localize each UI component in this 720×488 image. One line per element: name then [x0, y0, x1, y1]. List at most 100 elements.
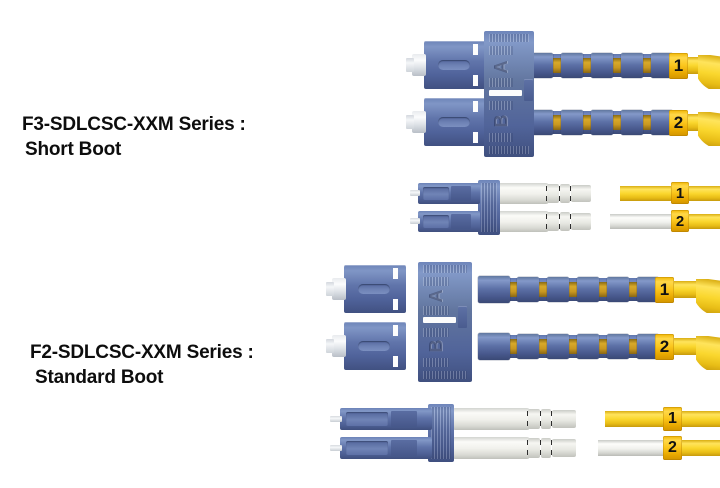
sc-body-slot [473, 132, 478, 143]
sc-clip-letter-b: B [426, 339, 446, 353]
product-label-f3-line2: Short Boot [25, 139, 122, 160]
lc-ferrule-pin [330, 416, 342, 422]
boot-seam-line [527, 450, 528, 455]
connector-assembly-sc-standard-boot: 1 2 [0, 0, 720, 382]
boot-gold-gap [553, 115, 561, 130]
strand-number-tag-text: 1 [659, 280, 670, 299]
fiber-cable-curve [696, 279, 720, 313]
boot-gold-gap [643, 115, 651, 130]
lc-body-ridges [431, 407, 451, 459]
sc-body-indent [358, 284, 390, 294]
lc-ferrule-pin [410, 190, 420, 196]
boot-rib [517, 277, 539, 302]
boot-rib [577, 277, 599, 302]
boot-white-body [452, 437, 530, 459]
strand-number-tag: 2 [671, 210, 689, 232]
sc-body-indent [438, 117, 470, 127]
boot-gold-gap [613, 115, 621, 130]
boot-seam-line [570, 196, 571, 201]
boot-white-body [497, 183, 549, 204]
lc-body-ridges [481, 183, 497, 232]
sc-clip-ridges [423, 358, 449, 367]
boot-gold-gap [539, 339, 547, 354]
product-label-f3-series: F3-SDLCSC-XXM Series : Short Boot [22, 112, 246, 162]
sc-ferrule [332, 335, 346, 357]
boot-white-ring [552, 439, 576, 457]
fiber-cable-yellow [670, 338, 700, 355]
lc-latch-indent [346, 441, 388, 455]
strand-number-tag: 1 [669, 53, 688, 79]
sc-clip-ridges [489, 46, 513, 55]
boot-gold-gap [583, 58, 591, 73]
boot-gold-gap [539, 282, 547, 297]
boot-seam-line [527, 411, 528, 416]
lc-latch-clip [391, 440, 417, 456]
boot-seam-line [527, 421, 528, 426]
boot-rib [607, 277, 629, 302]
boot-white-ring [547, 184, 559, 203]
boot-seam-line [551, 411, 552, 416]
boot-white-ring [560, 212, 570, 231]
connector-assembly-lc-short-boot: 1 2 [0, 0, 720, 235]
boot-white-ring [552, 410, 576, 428]
boot-white-ring [560, 184, 570, 203]
boot-rib [547, 277, 569, 302]
sc-body-slot [393, 356, 398, 367]
boot-seam-line [551, 450, 552, 455]
sc-body-slot [473, 44, 478, 55]
strand-number-tag-text: 1 [668, 410, 677, 427]
product-label-f2-series: F2-SDLCSC-XXM Series : Standard Boot [30, 340, 254, 390]
sc-clip-bar [423, 317, 456, 323]
sc-ferrule-tip [406, 58, 414, 72]
boot-seam-line [540, 440, 541, 445]
sc-clip-tab [458, 306, 467, 328]
lc-latch-clip [391, 411, 417, 427]
strand-number-tag: 1 [663, 407, 682, 431]
lc-latch-indent [423, 215, 449, 228]
boot-seam-line [559, 224, 560, 229]
boot-white-ring [547, 212, 559, 231]
fiber-cable-yellow [681, 440, 720, 456]
lc-ferrule-pin [410, 218, 420, 224]
boot-gold-gap [629, 339, 637, 354]
boot-seam-line [546, 214, 547, 219]
boot-white-ring [541, 438, 551, 458]
lc-latch-clip [451, 214, 471, 229]
sc-clip-ridges [489, 146, 529, 154]
boot-seam-line [570, 186, 571, 191]
sc-ferrule-tip [326, 339, 334, 353]
sc-ferrule [412, 54, 426, 76]
boot-seam-line [546, 196, 547, 201]
sc-body-slot [393, 325, 398, 336]
lc-latch-indent [346, 412, 388, 426]
strand-number-tag: 2 [655, 334, 674, 360]
sc-clip-bar [489, 90, 522, 96]
boot-white-ring [528, 438, 540, 458]
boot-rib [517, 334, 539, 359]
strand-number-tag-text: 2 [659, 337, 670, 356]
boot-gold-gap [629, 282, 637, 297]
boot-rib [651, 110, 673, 135]
sc-body-slot [473, 101, 478, 112]
sc-body-indent [438, 60, 470, 70]
fiber-cable-curve [696, 336, 720, 370]
sc-clip-ridges [489, 133, 513, 142]
strand-number-tag: 1 [655, 277, 674, 303]
boot-seam-line [559, 196, 560, 201]
sc-ferrule-tip [406, 115, 414, 129]
product-label-f3-line1: F3-SDLCSC-XXM Series : [22, 114, 246, 135]
boot-white-ring [528, 409, 540, 429]
sc-ferrule-tip [326, 282, 334, 296]
sc-body-slot [393, 268, 398, 279]
sc-clip-ridges [489, 101, 513, 110]
boot-gold-gap [583, 115, 591, 130]
lc-latch-indent [423, 187, 449, 200]
boot-seam-line [546, 186, 547, 191]
strand-number-tag: 2 [663, 436, 682, 460]
boot-gold-gap [509, 282, 517, 297]
product-label-f2-line1: F2-SDLCSC-XXM Series : [30, 342, 254, 363]
lc-latch-clip [451, 186, 471, 201]
boot-rib [591, 53, 613, 78]
boot-gold-gap [569, 282, 577, 297]
